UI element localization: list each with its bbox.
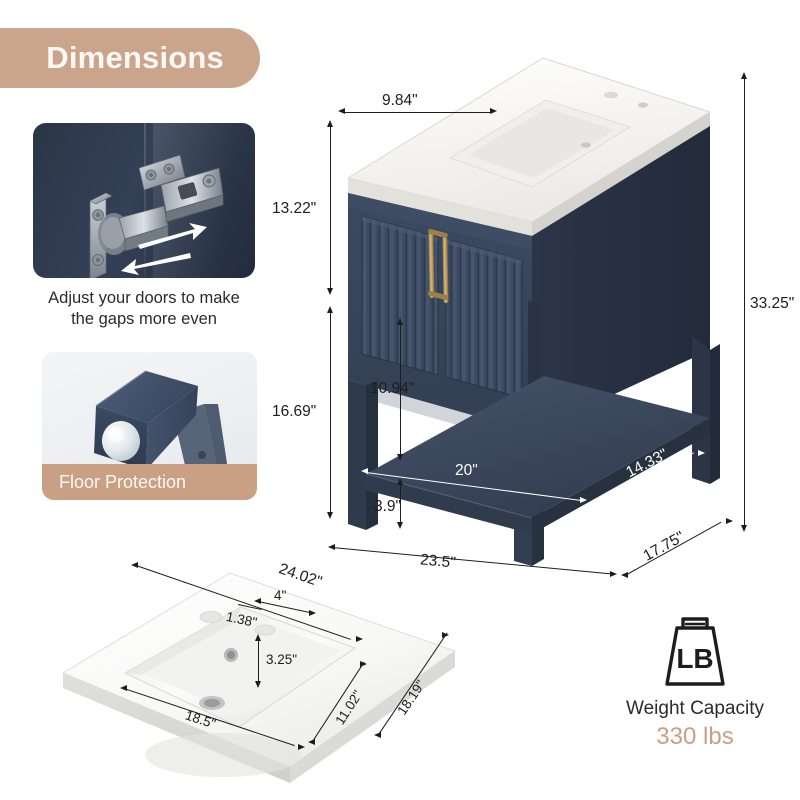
floor-protection-feature-image: Floor Protection [42, 352, 257, 500]
leg-height-label: 3.9" [374, 498, 402, 515]
basin-width-arrow-right [298, 744, 305, 750]
door-width-arrow-right [490, 108, 497, 114]
leg-height-arrow-top [397, 478, 403, 485]
page-title: Dimensions [46, 40, 224, 75]
basin-to-hole-line [258, 640, 260, 684]
basin-depth-arrow-right [360, 661, 367, 667]
sink-top-width-arrow-left [131, 562, 138, 568]
basin-width-arrow-left [120, 685, 127, 691]
sink-illustration [61, 572, 457, 783]
lower-height-arrow-top [327, 306, 333, 313]
total-height-arrow-top [741, 72, 747, 79]
shelf-clearance-arrow-bottom [397, 454, 403, 461]
basin-to-hole-arrow-bottom [255, 681, 261, 688]
hinge-caption-line1: Adjust your doors to make [48, 289, 240, 307]
door-width-arrow-left [338, 108, 345, 114]
hinge-caption-line2: the gaps more even [71, 310, 217, 328]
basin-to-hole-label: 3.25" [266, 652, 298, 667]
shelf-depth-arrow-left [606, 492, 613, 498]
faucet-spread-arrow-right [309, 610, 316, 616]
overall-width-arrow-left [328, 544, 335, 550]
weight-capacity-block: LB Weight Capacity 330 lbs [600, 610, 790, 751]
shelf-width-label: 20" [455, 462, 478, 479]
sink-top-depth-arrow-left [374, 732, 381, 738]
total-height-label: 33.25" [750, 295, 795, 312]
weight-icon-text: LB [676, 643, 713, 674]
sink-top-depth-arrow-right [442, 632, 449, 638]
adjust-arrows-icon [121, 223, 207, 275]
leg-height-line [400, 484, 402, 525]
lower-height-arrow-bottom [327, 512, 333, 519]
total-height-line [744, 78, 746, 528]
door-seam [144, 123, 146, 278]
shelf-clearance-arrow-top [397, 318, 403, 325]
door-width-label: 9.84" [382, 92, 418, 109]
faucet-spread-arrow-left [254, 598, 261, 604]
lower-height-line [330, 312, 332, 515]
door-height-label: 13.22" [272, 200, 317, 217]
leg-height-arrow-bottom [397, 522, 403, 529]
basin-to-hole-arrow-top [255, 634, 261, 641]
shelf-width-arrow-left [361, 468, 368, 474]
floor-protection-caption-bar: Floor Protection [42, 464, 257, 500]
faucet-spread-label: 4" [274, 588, 287, 603]
cabinet-hinge-icon [89, 154, 224, 278]
door-height-line [330, 126, 332, 291]
brass-handle-icon [428, 228, 449, 303]
door-width-line [343, 112, 493, 114]
sink-top-width-arrow-right [356, 636, 363, 642]
weight-lb-icon: LB [665, 617, 725, 686]
weight-capacity-value: 330 lbs [656, 723, 734, 750]
total-height-arrow-bottom [741, 525, 747, 532]
vanity-illustration [346, 57, 720, 566]
door-height-arrow-top [327, 120, 333, 127]
hinge-feature-image [33, 123, 255, 278]
weight-capacity-title: Weight Capacity [626, 698, 764, 719]
shelf-depth-arrow-right [698, 450, 705, 456]
overall-depth-arrow-right [726, 518, 733, 524]
leg-pad-icon [94, 370, 228, 478]
hinge-caption: Adjust your doors to make the gaps more … [8, 288, 280, 330]
lower-height-label: 16.69" [272, 403, 317, 420]
page-title-pill: Dimensions [0, 28, 260, 88]
shelf-width-arrow-right [580, 497, 587, 503]
shelf-clearance-label: 10.94" [370, 380, 415, 397]
overall-width-arrow-right [610, 571, 617, 577]
overall-depth-arrow-left [621, 572, 628, 578]
door-height-arrow-bottom [327, 288, 333, 295]
basin-depth-arrow-left [308, 739, 315, 745]
floor-protection-caption: Floor Protection [59, 471, 187, 492]
shelf-clearance-line [400, 324, 402, 457]
